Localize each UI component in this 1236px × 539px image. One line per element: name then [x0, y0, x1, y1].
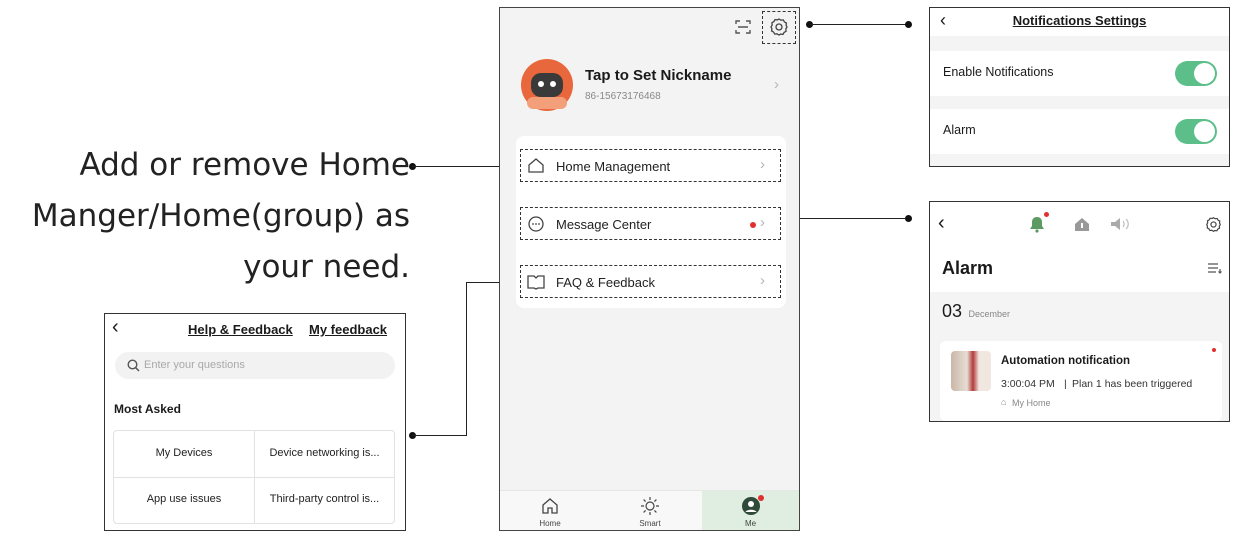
gear-icon[interactable] [1205, 216, 1222, 233]
home-small-icon: ⌂ [1001, 397, 1007, 407]
date-header: 03 December [942, 301, 1010, 322]
menu-item-message-center[interactable]: Message Center › [520, 207, 781, 240]
notification-home: My Home [1012, 398, 1051, 408]
message-icon [528, 216, 544, 232]
nickname[interactable]: Tap to Set Nickname [585, 67, 732, 84]
speaker-icon[interactable] [1110, 217, 1130, 231]
home-alert-icon[interactable] [1073, 216, 1091, 232]
tab-me[interactable]: Me [702, 491, 799, 530]
page-title: Notifications Settings [1012, 13, 1147, 28]
badge-dot [1044, 212, 1049, 217]
alarm-row: Alarm [930, 109, 1229, 154]
menu-item-home-management[interactable]: Home Management › [520, 149, 781, 182]
alarm-panel: ‹ Alarm 03 December Automation notificat… [929, 201, 1230, 422]
tab-label: Smart [639, 519, 661, 528]
tab-bar: Home Smart Me [500, 490, 799, 530]
home-icon [528, 158, 544, 173]
tab-home[interactable]: Home [500, 491, 600, 530]
chevron-right-icon: › [760, 214, 765, 231]
header: ‹ Notifications Settings [930, 8, 1229, 36]
connector-line [412, 435, 467, 436]
badge-dot [758, 495, 764, 501]
setting-label: Alarm [943, 123, 976, 137]
connector-line [810, 24, 908, 25]
search-icon [127, 359, 140, 372]
settings-highlight [762, 11, 796, 44]
connector-line [466, 282, 467, 436]
connector-dot [905, 215, 912, 222]
chevron-right-icon: › [760, 156, 765, 173]
book-icon [527, 275, 545, 290]
annotation-text: Add or remove Home Manger/Home(group) as… [0, 140, 410, 293]
notifications-settings-panel: ‹ Notifications Settings Enable Notifica… [929, 7, 1230, 167]
sun-icon [641, 497, 659, 515]
menu-item-faq-feedback[interactable]: FAQ & Feedback › [520, 265, 781, 298]
search-placeholder: Enter your questions [144, 359, 245, 371]
tab-label: Home [539, 519, 561, 528]
unread-dot [1212, 348, 1216, 352]
tab-my-feedback[interactable]: My feedback [309, 322, 388, 337]
back-icon[interactable]: ‹ [938, 212, 945, 234]
menu-card [516, 136, 786, 308]
annotation-line: Add or remove Home [79, 147, 410, 183]
search-input[interactable]: Enter your questions [115, 352, 395, 379]
enable-notifications-toggle[interactable] [1175, 61, 1217, 86]
avatar[interactable] [521, 59, 573, 111]
phone-number: 86-15673176468 [585, 91, 661, 102]
annotation-line: your need. [243, 249, 410, 285]
faq-category-my-devices[interactable]: My Devices [155, 447, 213, 459]
section-title: Most Asked [114, 402, 181, 416]
faq-question[interactable]: Third-party control is... [269, 493, 380, 505]
scan-icon[interactable] [734, 19, 752, 35]
connector-line [412, 166, 519, 167]
back-icon[interactable]: ‹ [940, 10, 946, 30]
chevron-right-icon: › [760, 272, 765, 289]
faq-category-app-use[interactable]: App use issues [146, 493, 222, 505]
user-icon [741, 497, 760, 515]
menu-label: FAQ & Feedback [556, 275, 655, 290]
notification-thumbnail [951, 351, 991, 391]
notification-card[interactable]: Automation notification 3:00:04 PM | Pla… [940, 341, 1222, 421]
bell-icon[interactable] [1029, 215, 1045, 233]
tab-help-feedback[interactable]: Help & Feedback [188, 322, 293, 337]
notification-time: 3:00:04 PM [1001, 378, 1055, 390]
faq-question[interactable]: Device networking is... [269, 447, 380, 459]
notification-separator: | [1064, 378, 1067, 390]
filter-icon[interactable] [1207, 262, 1223, 274]
faq-grid: My Devices Device networking is... App u… [113, 430, 395, 524]
menu-label: Message Center [556, 217, 652, 232]
date-day: 03 [942, 301, 963, 321]
gear-icon[interactable] [769, 17, 789, 37]
unread-dot [750, 222, 756, 228]
tab-label: Me [744, 519, 757, 528]
menu-label: Home Management [556, 159, 671, 174]
home-icon [542, 498, 558, 514]
back-icon[interactable]: ‹ [112, 316, 119, 338]
connector-dot [806, 21, 813, 28]
date-month: December [968, 309, 1010, 319]
page-title: Alarm [942, 258, 994, 278]
chevron-right-icon: › [774, 76, 779, 93]
annotation-line: Manger/Home(group) as [31, 198, 410, 234]
connector-line [794, 218, 908, 219]
setting-label: Enable Notifications [943, 65, 1054, 79]
help-feedback-panel: ‹ Help & Feedback My feedback Enter your… [104, 313, 406, 531]
connector-dot [905, 21, 912, 28]
enable-notifications-row: Enable Notifications [930, 51, 1229, 96]
tab-smart[interactable]: Smart [600, 491, 700, 530]
notification-message: Plan 1 has been triggered [1072, 378, 1193, 390]
alarm-toggle[interactable] [1175, 119, 1217, 144]
notification-title: Automation notification [1001, 355, 1131, 367]
connector-line [466, 282, 519, 283]
me-screen: Tap to Set Nickname 86-15673176468 › Hom… [499, 7, 800, 531]
